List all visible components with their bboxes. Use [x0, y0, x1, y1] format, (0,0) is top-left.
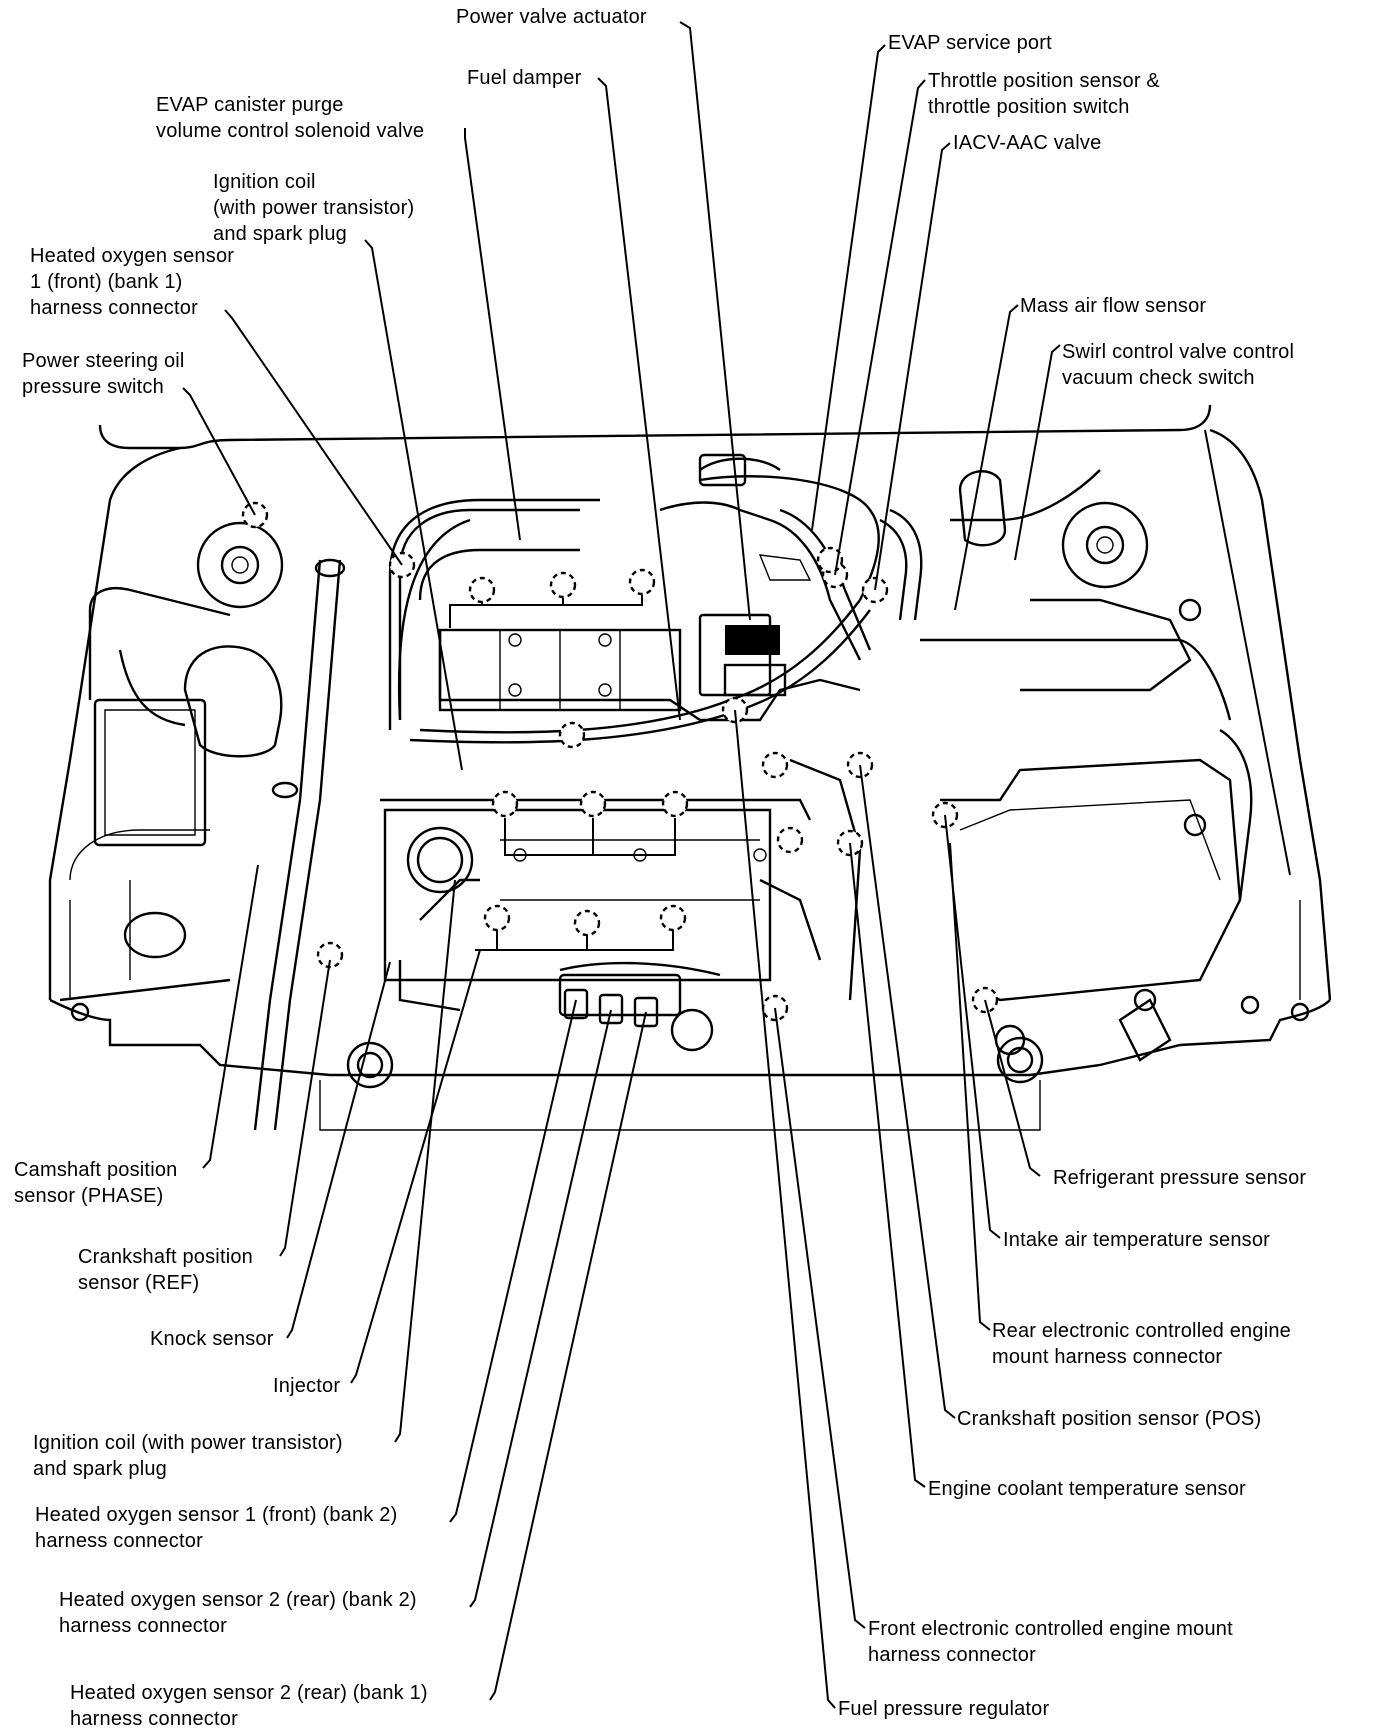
harness-loop — [397, 475, 880, 744]
left-strut-tower — [196, 521, 284, 609]
label-power-steering-switch: Power steering oil pressure switch — [22, 350, 185, 398]
leader-lines — [182, 21, 1291, 1709]
label-ignition-coil-bottom: Ignition coil (with power transistor) an… — [33, 1432, 343, 1480]
intake-area — [659, 453, 923, 697]
label-power-valve-actuator: Power valve actuator — [456, 6, 647, 28]
left-side-components — [59, 587, 283, 1002]
bottom-connectors — [559, 961, 721, 1028]
label-fuel-damper: Fuel damper — [467, 67, 582, 89]
label-crankshaft-position-pos: Crankshaft position sensor (POS) — [957, 1408, 1262, 1430]
upper-engine-block — [388, 498, 861, 730]
label-engine-coolant-temp-sensor: Engine coolant temperature sensor — [928, 1478, 1246, 1500]
label-refrigerant-pressure-sensor: Refrigerant pressure sensor — [1053, 1167, 1307, 1189]
group-brackets — [449, 595, 676, 951]
label-intake-air-temp-sensor: Intake air temperature sensor — [1003, 1229, 1271, 1251]
label-fuel-pressure-regulator: Fuel pressure regulator — [838, 1698, 1050, 1720]
label-iacv-aac-valve: IACV-AAC valve — [953, 132, 1102, 154]
label-ignition-coil-top: Ignition coil (with power transistor) an… — [213, 171, 415, 245]
label-heated-o2-front-bank2: Heated oxygen sensor 1 (front) (bank 2) … — [35, 1504, 398, 1552]
label-throttle-position-sensor: Throttle position sensor & throttle posi… — [928, 70, 1160, 118]
label-evap-service-port: EVAP service port — [888, 32, 1052, 54]
label-mass-air-flow-sensor: Mass air flow sensor — [1020, 295, 1207, 317]
left-pipe — [253, 558, 346, 1131]
label-heated-o2-rear-bank2: Heated oxygen sensor 2 (rear) (bank 2) h… — [59, 1589, 417, 1637]
label-heated-o2-rear-bank1: Heated oxygen sensor 2 (rear) (bank 1) h… — [70, 1682, 428, 1730]
label-front-engine-mount-connector: Front electronic controlled engine mount… — [868, 1618, 1233, 1666]
label-injector: Injector — [273, 1375, 341, 1397]
label-rear-engine-mount-connector: Rear electronic controlled engine mount … — [992, 1320, 1291, 1368]
label-crankshaft-position-ref: Crankshaft position sensor (REF) — [78, 1246, 254, 1294]
label-evap-canister-purge: EVAP canister purge volume control solen… — [156, 94, 425, 142]
lower-engine-block — [346, 758, 1044, 1089]
right-strut-tower — [1061, 501, 1149, 589]
label-camshaft-position-sensor: Camshaft position sensor (PHASE) — [14, 1159, 178, 1207]
label-heated-o2-front-bank1: Heated oxygen sensor 1 (front) (bank 1) … — [30, 245, 235, 319]
right-side-components — [920, 469, 1253, 1062]
label-swirl-control-valve: Swirl control valve control vacuum check… — [1062, 341, 1295, 389]
body-outline — [48, 404, 1332, 1131]
label-knock-sensor: Knock sensor — [150, 1328, 274, 1350]
